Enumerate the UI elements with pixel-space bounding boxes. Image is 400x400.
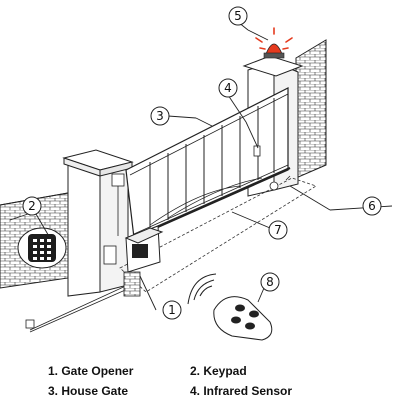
wiring [25, 175, 291, 333]
warning-lamp-icon [255, 27, 293, 59]
callout-2: 2 [22, 196, 42, 216]
legend-item-infrared-sensor: 4. Infrared Sensor [190, 384, 293, 398]
left-pillar [62, 149, 134, 297]
sliding-gate [125, 87, 291, 240]
callout-8: 8 [260, 272, 280, 292]
keypad-icon [17, 227, 67, 269]
callout-1: 1 [162, 300, 182, 320]
legend-item-keypad: 2. Keypad [190, 364, 247, 378]
callout-6: 6 [362, 196, 382, 216]
svg-text:8: 8 [266, 275, 274, 289]
svg-text:3: 3 [156, 109, 164, 123]
remote-control-icon [187, 273, 273, 341]
callout-7: 7 [268, 220, 288, 240]
callout-5: 5 [228, 6, 248, 26]
svg-text:4: 4 [224, 81, 232, 95]
svg-text:1: 1 [168, 303, 176, 317]
svg-text:6: 6 [368, 199, 376, 213]
legend-item-house-gate: 3. House Gate [48, 384, 129, 398]
svg-text:2: 2 [28, 199, 36, 213]
right-brick-wall [295, 39, 327, 179]
callout-4: 4 [218, 78, 238, 98]
gate-opener-icon [103, 225, 164, 297]
leader-lines [9, 21, 393, 311]
svg-text:5: 5 [234, 9, 242, 23]
svg-text:7: 7 [274, 223, 282, 237]
legend: 1. Gate Opener 2. Keypad 3. House Gate 4… [0, 356, 400, 400]
legend-item-gate-opener: 1. Gate Opener [48, 364, 134, 378]
callout-3: 3 [150, 106, 170, 126]
